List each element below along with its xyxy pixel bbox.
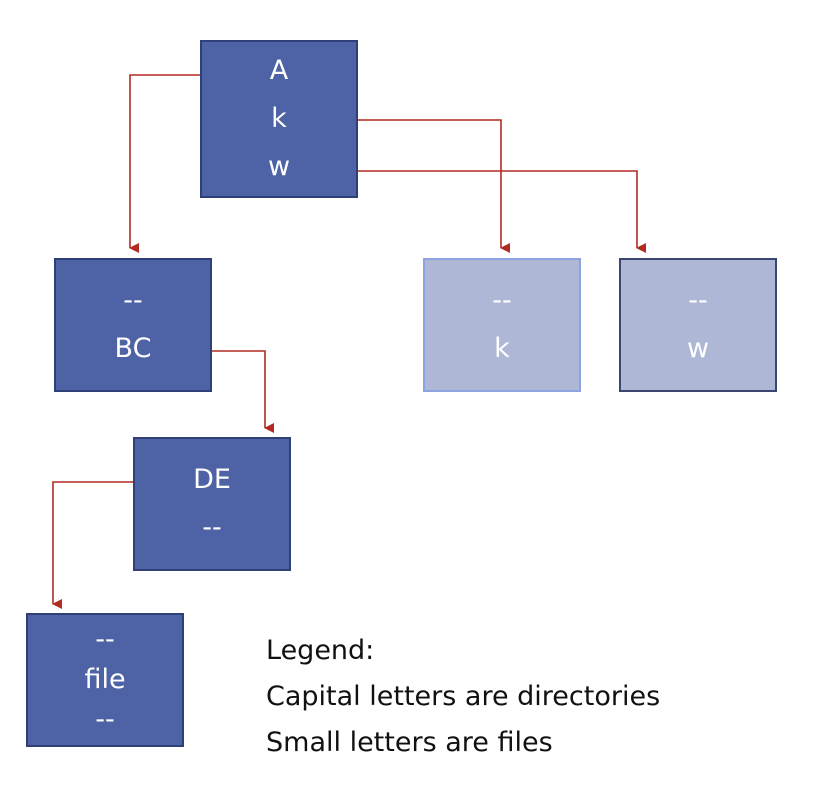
node-de-line-2: -- bbox=[202, 512, 222, 543]
node-k-line-1: -- bbox=[492, 285, 512, 316]
legend-line-files: Small letters are files bbox=[266, 727, 553, 758]
node-bc: -- BC bbox=[54, 258, 212, 392]
node-file-line-3: -- bbox=[95, 704, 115, 735]
legend-line-directories: Capital letters are directories bbox=[266, 681, 661, 712]
node-de: DE -- bbox=[133, 437, 291, 571]
node-file: -- file -- bbox=[26, 613, 184, 747]
legend-title: Legend: bbox=[266, 635, 375, 666]
node-a-line-2: k bbox=[271, 103, 287, 134]
node-w: -- w bbox=[619, 258, 777, 392]
node-k: -- k bbox=[423, 258, 581, 392]
node-file-line-2: file bbox=[84, 664, 126, 695]
node-de-line-1: DE bbox=[193, 464, 231, 495]
node-a-line-3: w bbox=[267, 151, 291, 182]
node-a-line-1: A bbox=[269, 55, 289, 86]
node-w-line-2: w bbox=[686, 333, 710, 364]
node-k-line-2: k bbox=[494, 333, 510, 364]
edge-w-to-w-file bbox=[303, 170, 646, 253]
node-a: A k w bbox=[200, 40, 358, 198]
node-w-line-1: -- bbox=[688, 285, 708, 316]
node-bc-line-1: -- bbox=[123, 285, 143, 316]
edge-k-to-k-file bbox=[303, 119, 510, 253]
node-file-line-1: -- bbox=[95, 624, 115, 655]
legend: Legend: Capital letters are directories … bbox=[266, 628, 660, 766]
node-bc-line-2: BC bbox=[114, 333, 152, 364]
